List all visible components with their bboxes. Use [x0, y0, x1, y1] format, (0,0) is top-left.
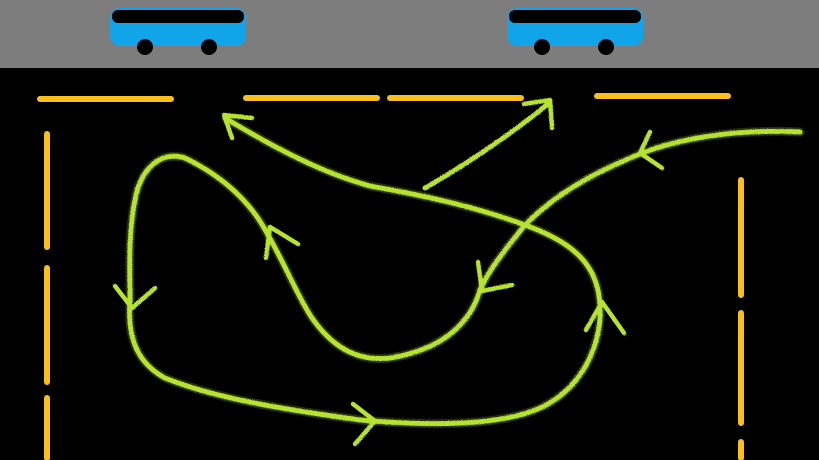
arrowhead-icon — [521, 97, 555, 131]
bus-icon — [507, 8, 643, 55]
path-network — [125, 101, 805, 429]
arrowhead-icon — [583, 299, 627, 336]
arrowheads — [112, 97, 665, 447]
arrowhead-icon — [221, 112, 255, 141]
lane-markings — [37, 93, 744, 460]
arrowhead-icon — [637, 129, 665, 171]
path-route-c — [422, 101, 551, 191]
arrowhead-icon — [475, 259, 515, 294]
arrowhead-icon — [263, 224, 301, 261]
arrowhead-icon — [350, 401, 378, 447]
arrowhead-icon — [112, 283, 158, 311]
bus-icon — [110, 8, 246, 55]
